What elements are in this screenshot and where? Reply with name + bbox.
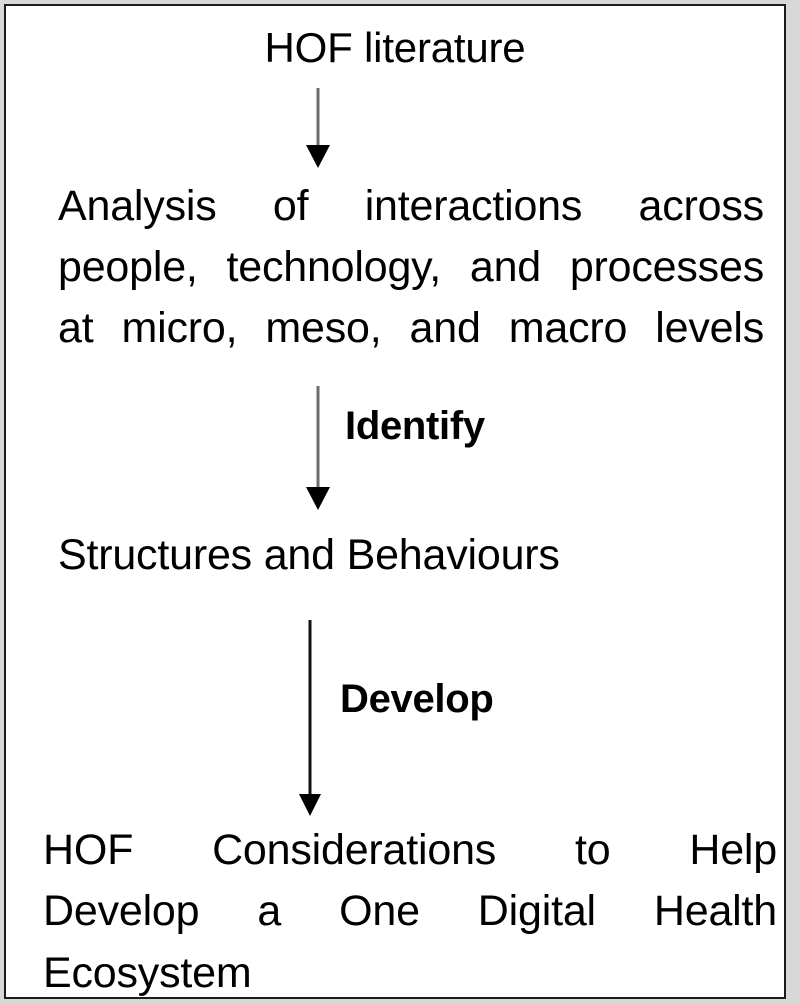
arrow-head <box>306 145 330 168</box>
node-ecosystem-line-2: Develop a One Digital Health <box>43 887 777 936</box>
node-hof-literature: HOF literature <box>6 27 784 69</box>
node-structures-and-behaviours: Structures and Behaviours <box>58 534 764 577</box>
arrow-analysis-to-structures <box>302 386 334 510</box>
edge-label-develop: Develop <box>340 677 494 721</box>
arrow-literature-to-analysis <box>302 88 334 168</box>
node-hof-considerations-ecosystem: HOF Considerations to Help Develop a One… <box>43 820 777 997</box>
node-analysis-of-interactions: Analysis of interactions across people, … <box>58 176 764 359</box>
node-hof-literature-text: HOF literature <box>264 24 526 71</box>
node-analysis-line-2: people, technology, and processes <box>58 243 764 292</box>
node-ecosystem-line-3: Ecosystem <box>43 948 252 997</box>
arrow-head <box>306 487 330 510</box>
figure-frame: HOF literature Analysis of interactions … <box>4 4 786 999</box>
arrow-head <box>299 794 321 816</box>
node-structures-text: Structures and Behaviours <box>58 531 560 579</box>
arrow-structures-to-ecosystem <box>294 620 326 816</box>
node-analysis-line-1: Analysis of interactions across <box>58 182 764 230</box>
edge-label-identify: Identify <box>345 404 485 448</box>
node-analysis-line-3: at micro, meso, and macro levels <box>58 304 764 353</box>
node-ecosystem-line-1: HOF Considerations to Help <box>43 826 777 874</box>
